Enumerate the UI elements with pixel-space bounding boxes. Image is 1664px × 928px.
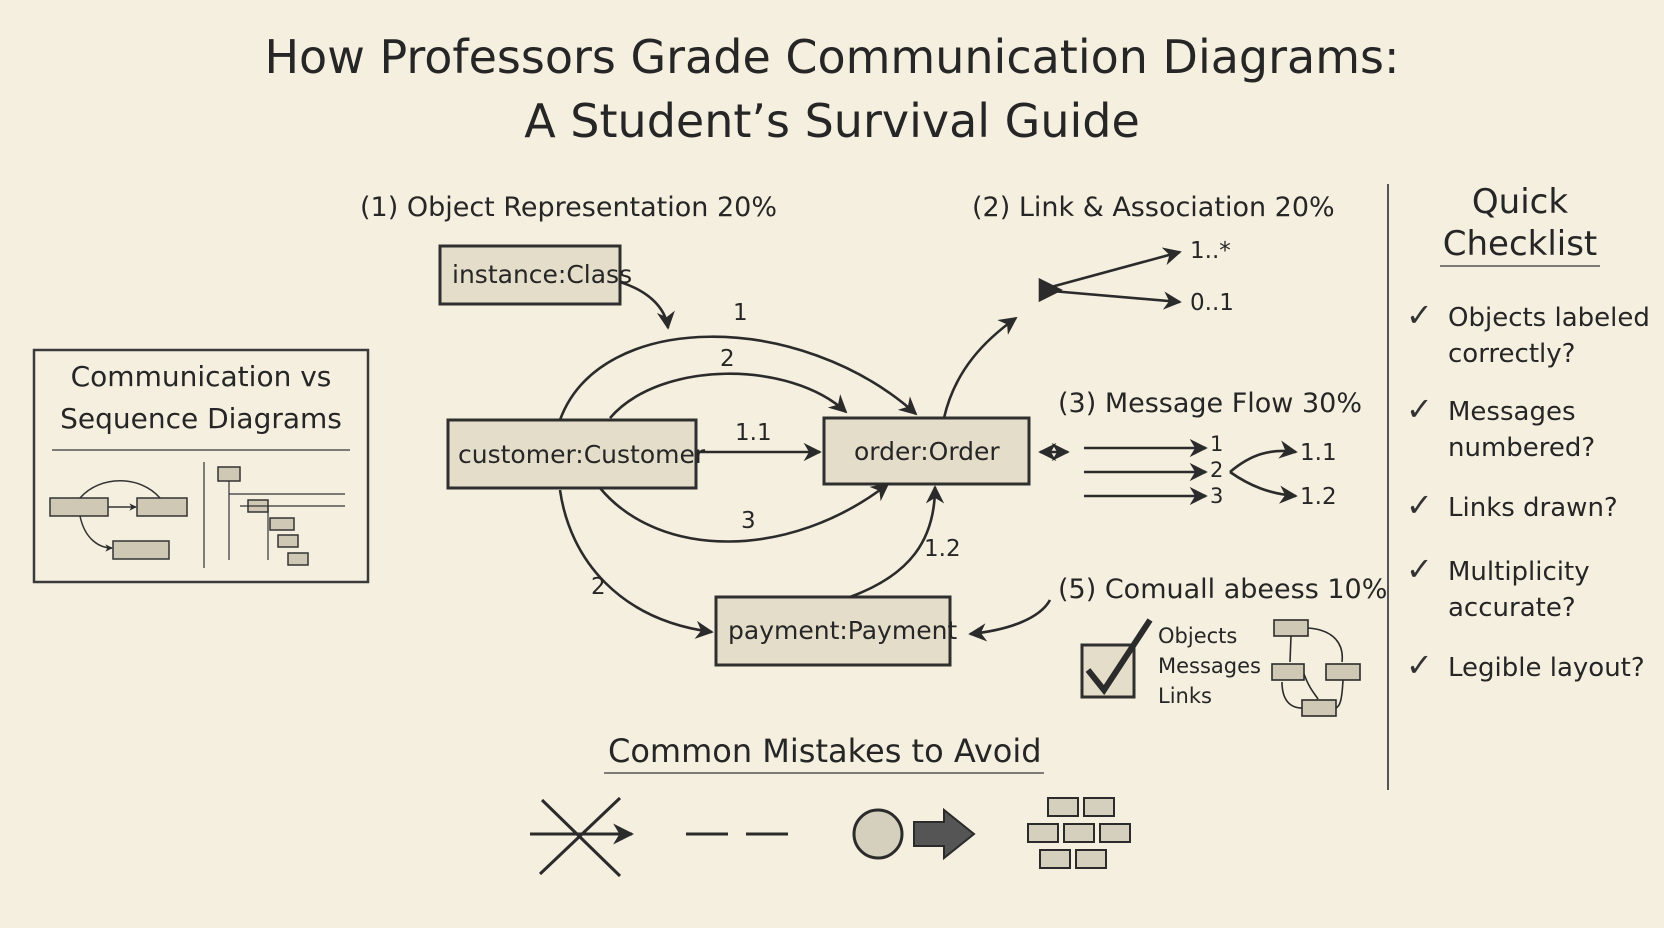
legend-item-links: Links [1158, 684, 1212, 708]
association-icon [1038, 247, 1182, 310]
multiplicity-lower: 0..1 [1190, 290, 1234, 316]
section-object-representation: (1) Object Representation 20% [360, 192, 777, 223]
order-box [822, 416, 1031, 486]
checklist-item-3-line-1: Links drawn? [1448, 493, 1618, 523]
mini-sequence-diagram-icon [217, 466, 345, 566]
checklist-item-1-line-2: correctly? [1448, 339, 1576, 369]
checkmark-icon: ✓ [1406, 646, 1433, 684]
checklist-item-2-line-1: Messages [1448, 397, 1576, 427]
message-3-label: 3 [741, 508, 756, 534]
message-1-1-label: 1.1 [735, 420, 772, 446]
message-flow-icon [1038, 438, 1298, 506]
flow-label-3: 3 [1210, 484, 1224, 508]
circle-arrow-mistake-icon [852, 807, 976, 861]
customer-label: customer:Customer [458, 440, 706, 469]
flow-label-2: 2 [1210, 458, 1224, 482]
checklist-item-4-line-1: Multiplicity [1448, 557, 1590, 587]
checklist-title-line-1: Quick [1471, 182, 1569, 222]
flow-label-1-1: 1.1 [1300, 440, 1337, 466]
flow-label-1: 1 [1210, 432, 1224, 456]
section-link-association: (2) Link & Association 20% [972, 192, 1335, 223]
payment-box [714, 595, 952, 667]
instance-label: instance:Class [452, 260, 633, 289]
multiplicity-upper: 1..* [1190, 238, 1231, 264]
comparison-title-line-1: Communication vs [70, 360, 332, 393]
checkmark-icon: ✓ [1406, 390, 1433, 428]
checklist-item-5-line-1: Legible layout? [1448, 653, 1645, 683]
checklist-title-line-2: Checklist [1442, 224, 1598, 264]
checkbox-icon [1080, 618, 1153, 699]
message-arrows [558, 280, 1052, 642]
checkmark-icon: ✓ [1406, 550, 1433, 588]
section-message-flow: (3) Message Flow 30% [1058, 388, 1362, 419]
comparison-panel [32, 348, 370, 584]
customer-box [446, 418, 698, 490]
checkmark-icon: ✓ [1406, 296, 1433, 334]
section-common-mistakes: Common Mistakes to Avoid [608, 732, 1042, 770]
mini-communication-diagram-icon [49, 480, 188, 560]
message-2-bottom-label: 2 [591, 574, 606, 600]
crossed-lines-mistake-icon [530, 796, 635, 878]
mini-graph-icon [1271, 619, 1361, 717]
message-2-top-label: 2 [720, 346, 735, 372]
order-label: order:Order [854, 437, 1000, 466]
section-five: (5) Comuall abeess 10% [1058, 574, 1388, 605]
message-1-2-label: 1.2 [924, 536, 961, 562]
instance-box [438, 244, 622, 306]
flow-label-1-2: 1.2 [1300, 484, 1337, 510]
checklist-item-4-line-2: accurate? [1448, 593, 1576, 623]
cluttered-boxes-mistake-icon [1027, 797, 1131, 869]
legend-item-messages: Messages [1158, 654, 1261, 678]
payment-label: payment:Payment [728, 616, 958, 645]
checkmark-icon: ✓ [1406, 486, 1433, 524]
message-1-label: 1 [733, 300, 748, 326]
legend-item-objects: Objects [1158, 624, 1238, 648]
comparison-title-line-2: Sequence Diagrams [60, 402, 342, 435]
checklist-item-2-line-2: numbered? [1448, 433, 1596, 463]
page-title-line-2: A Student’s Survival Guide [524, 94, 1140, 148]
page-title-line-1: How Professors Grade Communication Diagr… [264, 30, 1400, 84]
checklist-item-1-line-1: Objects labeled [1448, 303, 1650, 333]
